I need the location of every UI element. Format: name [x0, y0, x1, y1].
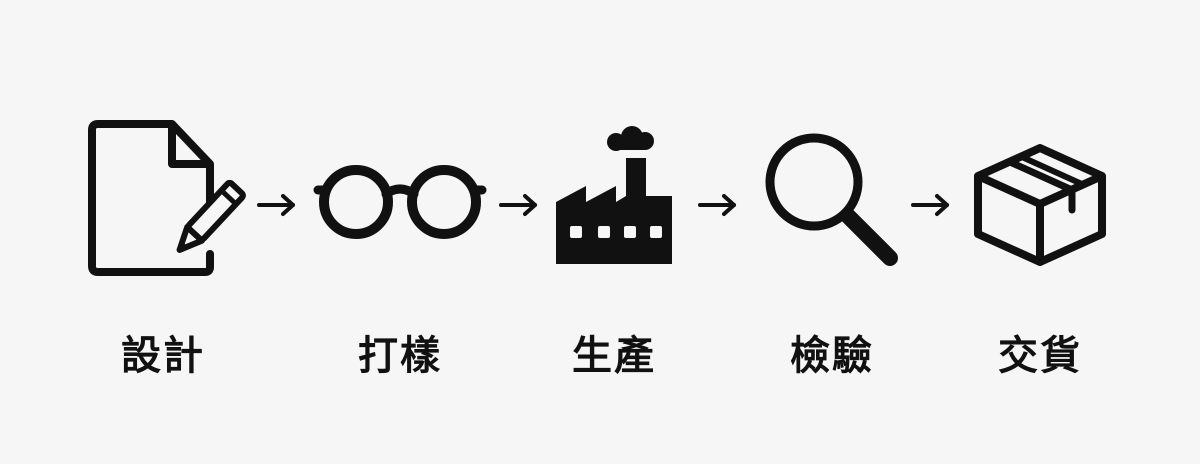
arrow-right-icon	[499, 194, 537, 216]
step-label-production: 生產	[572, 333, 656, 379]
factory-icon	[556, 126, 672, 264]
magnifier-icon	[765, 133, 898, 266]
step-label-delivery: 交貨	[998, 333, 1082, 379]
step-label-prototype: 打樣	[358, 333, 442, 379]
arrow-right-icon	[698, 194, 736, 216]
step-label-inspection: 檢驗	[790, 333, 874, 379]
arrow-right-icon	[257, 194, 295, 216]
document-edit-icon	[88, 120, 246, 276]
package-icon	[974, 144, 1106, 266]
arrow-right-icon	[911, 194, 949, 216]
step-label-design: 設計	[121, 333, 205, 379]
glasses-icon	[313, 165, 487, 239]
